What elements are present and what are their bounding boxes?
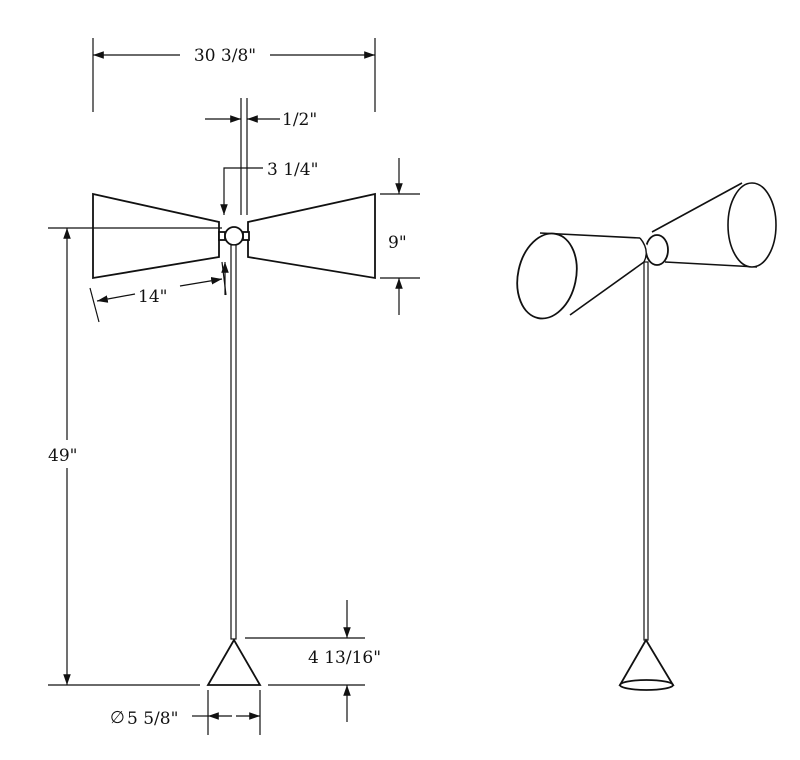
overall-height-label: 49" [48,446,77,466]
base-height-label: 4 13/16" [308,648,381,668]
shade-height-label: 9" [388,233,407,253]
dim-overall-width: 30 3/8" [92,38,376,112]
left-shade [92,192,220,280]
right-shade-mouth [727,182,777,268]
hub-width-label: 3 1/4" [267,160,318,180]
perspective-base [618,638,675,686]
dim-overall-height: 49" [48,227,222,686]
base-diameter-label: 5 5/8" [127,709,178,729]
perspective-view [516,182,777,691]
dim-base-diameter: ∅ 5 5/8" [110,690,261,735]
left-shade-mouth [516,232,578,320]
base [206,638,262,686]
shade-length-label: 14" [138,287,167,307]
perspective-base-rim [619,679,674,691]
hub-ball [224,226,244,246]
dim-shade-length: 14" [89,261,229,323]
dim-base-height: 4 13/16" [245,600,381,722]
dim-hub-width: 3 1/4" [220,160,318,215]
right-shade [247,192,376,280]
stem [230,244,237,640]
perspective-stem [643,261,649,641]
overall-width-label: 30 3/8" [194,46,256,66]
perspective-hub [645,234,669,266]
dim-stem-width: 1/2" [205,98,317,215]
front-view [92,192,376,686]
diameter-symbol: ∅ [110,708,125,728]
stem-width-label: 1/2" [282,110,317,130]
dim-shade-height: 9" [380,158,420,315]
